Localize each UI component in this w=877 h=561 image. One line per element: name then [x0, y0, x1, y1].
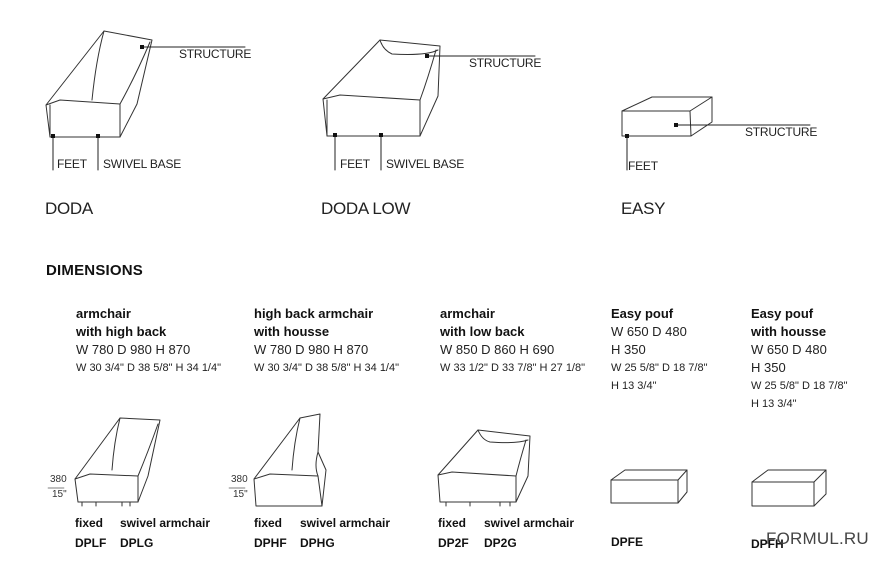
seat-height-mm: 380 — [231, 474, 248, 485]
spec-metric-line2: H 350 — [611, 342, 646, 357]
spec-dpfh: Easy pouf with housse W 650 D 480 H 350 … — [751, 305, 847, 413]
doda-swivel-base-label: SWIVEL BASE — [103, 157, 182, 171]
spec-imperial-line2: H 13 3/4" — [611, 380, 657, 392]
variant-swivel: swivel armchair — [484, 516, 575, 530]
spec-title-line1: armchair — [76, 306, 131, 321]
spec-title-line1: high back armchair — [254, 306, 374, 321]
variant-fixed: fixed — [438, 516, 467, 530]
spec-dph: high back armchair with housse W 780 D 9… — [254, 305, 399, 377]
easy-callouts — [626, 124, 811, 171]
doda-low-model-name: DODA LOW — [321, 199, 411, 218]
spec-title-line2: with low back — [440, 324, 525, 339]
dph-small-drawing — [253, 413, 327, 507]
dpfe-small-drawing — [610, 469, 688, 504]
dpfh-small-drawing — [751, 469, 827, 507]
doda-structure-label: STRUCTURE — [179, 47, 252, 61]
product-code: DPLG — [120, 536, 154, 550]
spec-metric-line2: H 350 — [751, 360, 786, 375]
spec-dpfe: Easy pouf W 650 D 480 H 350 W 25 5/8" D … — [611, 305, 707, 395]
dp2-small-drawing — [437, 429, 531, 507]
doda-callouts — [52, 46, 246, 171]
spec-imperial: W 33 1/2" D 33 7/8" H 27 1/8" — [440, 362, 586, 374]
variant-fixed: fixed — [254, 516, 283, 530]
easy-model-name: EASY — [621, 199, 666, 218]
spec-imperial: W 30 3/4" D 38 5/8" H 34 1/4" — [76, 362, 222, 374]
variant-swivel: swivel armchair — [120, 516, 211, 530]
doda-low-armchair-drawing — [322, 39, 441, 137]
easy-pouf-drawing — [621, 96, 713, 137]
product-code: DPLF — [75, 536, 107, 550]
doda-low-swivel-base-label: SWIVEL BASE — [386, 157, 465, 171]
product-code: DPFE — [611, 535, 644, 549]
doda-low-feet-label: FEET — [340, 157, 370, 171]
product-code: DPFH — [751, 537, 784, 551]
dimensions-heading: DIMENSIONS — [46, 262, 144, 279]
product-code: DP2G — [484, 536, 517, 550]
seat-height-in: 15" — [233, 489, 248, 500]
doda-model-name: DODA — [45, 199, 93, 218]
seat-height-in: 15" — [52, 489, 67, 500]
dpl-small-drawing — [74, 417, 161, 507]
product-code: DPHG — [300, 536, 335, 550]
variant-fixed: fixed — [75, 516, 104, 530]
spec-title-line1: Easy pouf — [751, 306, 814, 321]
doda-feet-label: FEET — [57, 157, 87, 171]
spec-title-line1: Easy pouf — [611, 306, 674, 321]
spec-imperial-line1: W 25 5/8" D 18 7/8" — [611, 362, 708, 374]
spec-metric-line1: W 650 D 480 — [611, 324, 687, 339]
spec-title-line2: with housse — [751, 324, 827, 339]
spec-imperial-line1: W 25 5/8" D 18 7/8" — [751, 380, 848, 392]
spec-title-line2: with high back — [76, 324, 167, 339]
spec-imperial-line2: H 13 3/4" — [751, 398, 797, 410]
spec-metric: W 780 D 980 H 870 — [254, 342, 369, 357]
doda-low-structure-label: STRUCTURE — [469, 56, 542, 70]
product-code: DPHF — [254, 536, 287, 550]
spec-dpl: armchair with high back W 780 D 980 H 87… — [76, 305, 221, 377]
variant-swivel: swivel armchair — [300, 516, 391, 530]
spec-metric: W 780 D 980 H 870 — [76, 342, 191, 357]
doda-low-callouts — [334, 55, 536, 171]
seat-height-mm: 380 — [50, 474, 67, 485]
spec-imperial: W 30 3/4" D 38 5/8" H 34 1/4" — [254, 362, 400, 374]
easy-structure-label: STRUCTURE — [745, 125, 818, 139]
watermark: FORMUL.RU — [766, 529, 869, 548]
product-code: DP2F — [438, 536, 469, 550]
spec-metric: W 850 D 860 H 690 — [440, 342, 555, 357]
spec-title-line1: armchair — [440, 306, 495, 321]
doda-armchair-drawing — [45, 30, 153, 138]
spec-metric-line1: W 650 D 480 — [751, 342, 827, 357]
spec-dp2: armchair with low back W 850 D 860 H 690… — [440, 305, 585, 377]
easy-feet-label: FEET — [628, 159, 658, 173]
spec-title-line2: with housse — [254, 324, 330, 339]
